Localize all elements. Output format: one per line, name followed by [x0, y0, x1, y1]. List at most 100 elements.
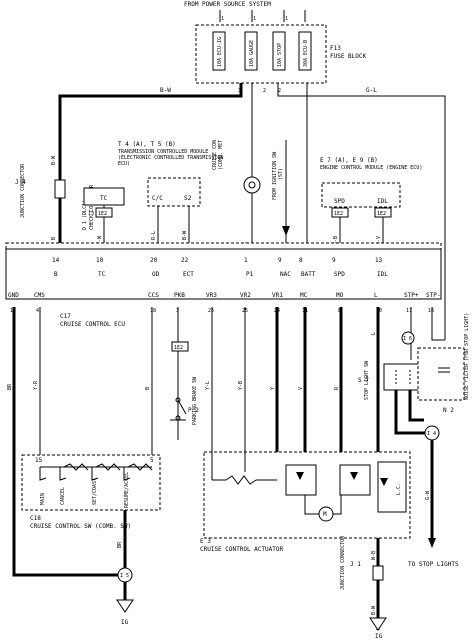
actuator-potentiometer: [211, 452, 277, 485]
cruise-control-switch: [21, 454, 161, 511]
ecu-bottom-label: CCS: [148, 292, 159, 299]
svg-text:STOP LIGHT SW: STOP LIGHT SW: [364, 360, 370, 400]
svg-text:2: 2: [278, 88, 281, 94]
ecu-pin-number: 20: [150, 257, 158, 264]
svg-text:R-L: R-L: [151, 231, 157, 240]
svg-text:IG: IG: [375, 633, 383, 640]
svg-text:PARKING BRAKE SW: PARKING BRAKE SW: [192, 376, 198, 425]
ecu-bottom-label: MC: [300, 292, 308, 299]
e7-module-title: ENGINE CONTROL MODULE (ENGINE ECU): [320, 165, 423, 171]
fuse-gauge: 10A GAUGE: [249, 40, 255, 67]
connector-1e2-c: [374, 207, 392, 218]
svg-text:5: 5: [150, 457, 154, 464]
svg-text:1: 1: [285, 16, 288, 22]
svg-text:SET/COAST: SET/COAST: [92, 478, 98, 505]
svg-text:Y-L: Y-L: [205, 381, 211, 390]
actuator-relays: [285, 464, 371, 496]
ecu-bottom-pin: 26: [208, 308, 214, 314]
wire-gnd: [12, 307, 125, 577]
fuse-block-title: FUSE BLOCK: [330, 53, 367, 60]
svg-text:N 2: N 2: [443, 407, 454, 414]
svg-text:RESUME/ACCEL: RESUME/ACCEL: [124, 472, 130, 508]
svg-text:15: 15: [35, 457, 43, 464]
svg-text:B-W: B-W: [371, 605, 377, 615]
svg-text:B-W: B-W: [51, 155, 57, 165]
svg-text:BR: BR: [7, 383, 13, 390]
ecu-id: C17: [60, 313, 71, 320]
svg-text:G-L: G-L: [366, 87, 377, 94]
fuse-block-pins-bottom: 3 2 2: [238, 88, 281, 94]
svg-text:G-B: G-B: [333, 236, 339, 245]
ecu-bottom-label: VR3: [206, 292, 217, 299]
ecu-pin-number: 9: [278, 257, 282, 264]
ecu-pin-label: IDL: [377, 271, 388, 278]
svg-text:1E2: 1E2: [377, 211, 386, 217]
svg-text:SPD: SPD: [334, 198, 345, 205]
ecu-pin-number: 9: [332, 257, 336, 264]
ecu-bottom-label: VR2: [240, 292, 251, 299]
wire-g-l-stop: [277, 83, 446, 340]
ecu-bottom-pin: 4: [36, 308, 39, 314]
ecu-bottom-label: CMS: [34, 292, 45, 299]
ecu-bottom-pin: 16: [428, 308, 434, 314]
ecu-title: CRUISE CONTROL ECU: [60, 321, 125, 328]
noise-filter: [417, 347, 465, 401]
ecu-pin-label: SPD: [334, 271, 345, 278]
svg-text:L.C.: L.C.: [396, 483, 402, 495]
svg-text:P 2: P 2: [188, 407, 199, 414]
svg-text:IDL: IDL: [377, 198, 388, 205]
t4-module-id: T 4 (A), T 5 (B): [118, 141, 176, 148]
ecu-pin-number: 10: [96, 257, 104, 264]
ecu-pin-label: ECT: [183, 271, 194, 278]
svg-text:C/C: C/C: [152, 195, 163, 202]
svg-text:IG: IG: [121, 619, 129, 626]
ecu-bottom-pin: 18: [150, 308, 156, 314]
cruise-sw-contacts: [39, 463, 153, 481]
svg-text:BR: BR: [117, 541, 123, 548]
svg-text:S 7: S 7: [358, 377, 369, 384]
svg-text:NOISE FILTER (FOR STOP LIGHT): NOISE FILTER (FOR STOP LIGHT): [464, 313, 470, 400]
stop-light-switch: [383, 363, 423, 391]
ecu-pin-number: 14: [52, 257, 60, 264]
ecu-pin-label: P1: [246, 271, 254, 278]
junction-j4: [54, 179, 66, 199]
e7-module-box: [321, 182, 401, 208]
svg-text:1: 1: [253, 16, 256, 22]
ecu-pin-number: 1: [244, 257, 248, 264]
cruise-sw-id: C18: [30, 515, 41, 522]
ecu-pin-label: BATT: [301, 271, 316, 278]
ecu-bottom-label: MO: [336, 292, 344, 299]
svg-text:G-W: G-W: [425, 490, 431, 500]
cruise-sensor: [243, 176, 261, 194]
fuse-ecu-ig: 10A ECU-IG: [217, 37, 223, 67]
parking-brake-switch: [170, 397, 187, 421]
svg-text:V: V: [298, 387, 304, 390]
svg-text:S2: S2: [184, 195, 192, 202]
svg-text:1E2: 1E2: [334, 211, 343, 217]
power-source-arrows: [219, 10, 306, 22]
connector-1e2-b: [331, 207, 349, 218]
svg-text:(ST): (ST): [278, 168, 284, 180]
svg-text:1: 1: [221, 16, 224, 22]
ecu-bottom-pin: 17: [406, 308, 412, 314]
power-source-label: FROM POWER SOURCE SYSTEM: [184, 1, 271, 8]
svg-text:Y-R: Y-R: [33, 380, 39, 390]
svg-text:B: B: [145, 387, 151, 390]
svg-text:JUNCTION CONNECTOR: JUNCTION CONNECTOR: [20, 163, 26, 218]
svg-text:TC: TC: [100, 195, 108, 202]
svg-text:MAIN: MAIN: [40, 493, 46, 505]
t4-module-title: TRANSMISSION CONTROLLED MODULE (ELECTRON…: [118, 149, 224, 167]
to-stop-lights-label: TO STOP LIGHTS: [408, 561, 459, 568]
svg-text:M: M: [323, 511, 327, 518]
svg-text:Y: Y: [270, 387, 276, 390]
ecu-bottom-label: L: [374, 292, 378, 299]
dlc1-label: D 1 (DLC1): [82, 200, 88, 230]
svg-text:I 4: I 4: [427, 431, 436, 437]
svg-text:B-W: B-W: [160, 87, 171, 94]
ecu-bottom-label: PKB: [174, 292, 185, 299]
ecu-pin-label: OD: [152, 271, 160, 278]
ecu-bottom-label: GND: [8, 292, 19, 299]
to-stop-lights-arrow-icon: [428, 538, 436, 548]
